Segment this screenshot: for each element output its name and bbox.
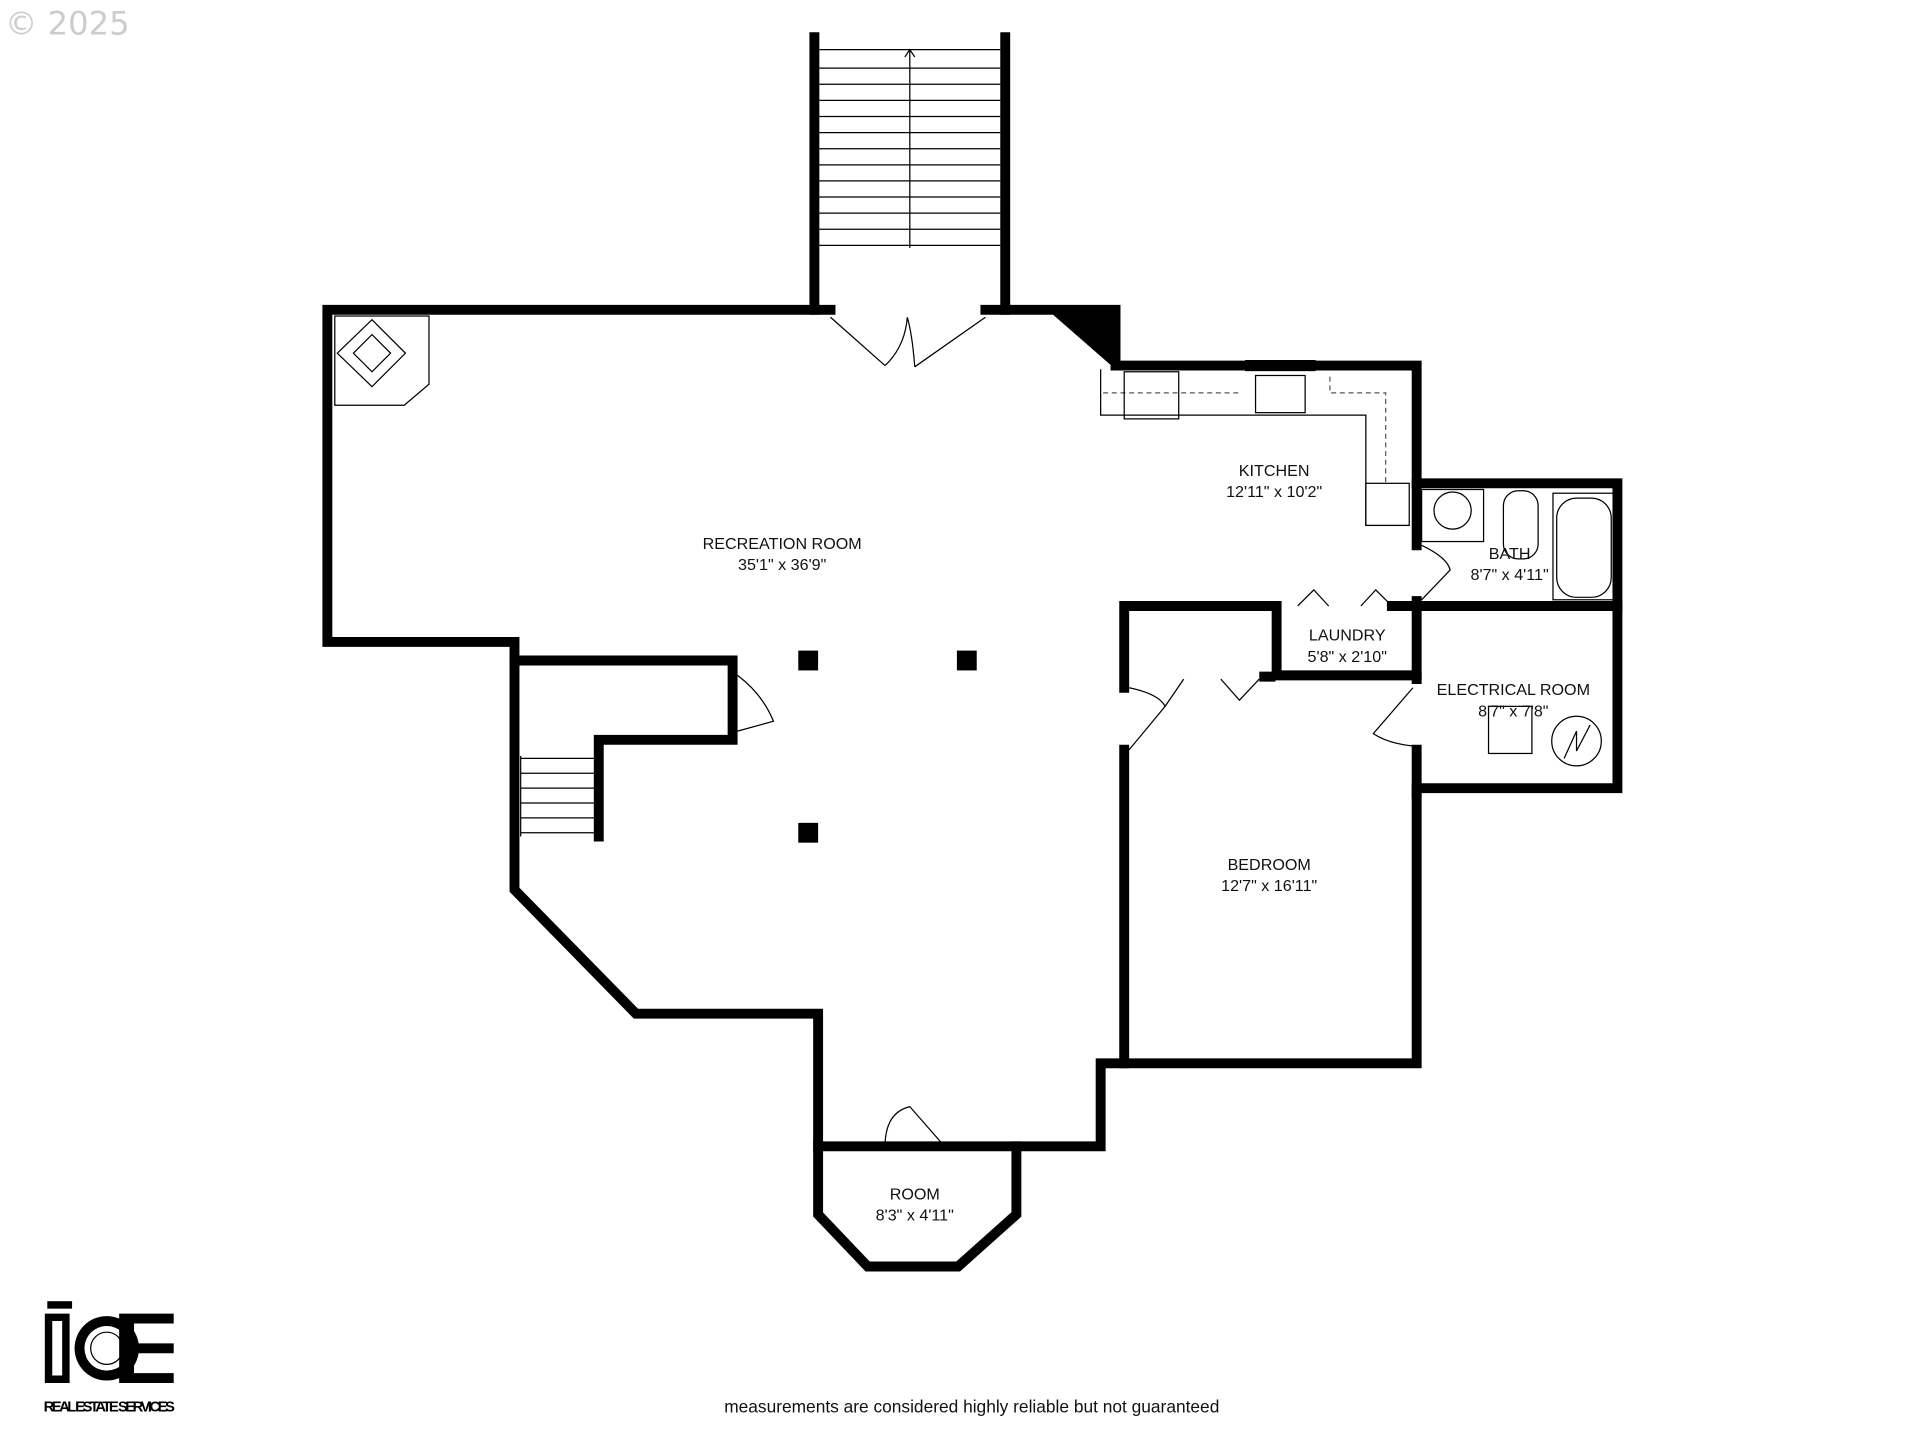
sink-icon	[1433, 491, 1472, 530]
svg-text:REAL ESTATE SERVICES: REAL ESTATE SERVICES	[44, 1399, 175, 1415]
room-label: BEDROOM 12'7" x 16'11"	[1221, 856, 1317, 895]
stove-icon	[1123, 371, 1180, 420]
toilet-icon	[1502, 490, 1539, 560]
room-label: ROOM 8'3" x 4'11"	[876, 1186, 954, 1225]
bath-electrical-wall	[1411, 478, 1623, 799]
room-size: 8'7" x 4'11"	[1471, 566, 1549, 584]
room-name: RECREATION ROOM	[703, 535, 862, 553]
disclaimer: measurements are considered highly relia…	[724, 1397, 1219, 1417]
room-name: ELECTRICAL ROOM	[1437, 681, 1590, 699]
bath-door	[1421, 544, 1451, 601]
sink-icon	[1254, 374, 1306, 414]
room-name: LAUNDRY	[1309, 627, 1386, 645]
room-label: BATH 8'7" x 4'11"	[1471, 545, 1549, 584]
exterior-wall	[322, 304, 1623, 1152]
double-door[interactable]	[830, 316, 986, 368]
bedroom-wall	[1119, 601, 1422, 1069]
room-size: 12'7" x 16'11"	[1221, 877, 1317, 895]
room-name: BATH	[1489, 545, 1531, 563]
bathtub-icon	[1556, 497, 1612, 598]
door[interactable]	[1297, 588, 1393, 607]
column	[956, 650, 977, 671]
copyright: © 2025	[5, 5, 129, 43]
fireplace	[334, 315, 430, 406]
room-size: 12'11" x 10'2"	[1226, 483, 1322, 501]
column	[798, 822, 819, 843]
window	[1412, 922, 1421, 989]
room-size: 8'3" x 4'11"	[876, 1207, 954, 1225]
door[interactable]	[1128, 678, 1260, 751]
wall-corner	[1047, 309, 1116, 370]
room-label: RECREATION ROOM 35'1" x 36'9"	[703, 535, 862, 574]
room-name: ROOM	[890, 1186, 940, 1204]
bath-fixtures	[1420, 488, 1616, 601]
door[interactable]	[1372, 687, 1414, 747]
main-stairs	[809, 32, 1011, 315]
stair-enclosure-wall	[509, 655, 738, 842]
window	[323, 457, 332, 512]
kitchen-counters	[1100, 360, 1410, 527]
room-label: KITCHEN 12'11" x 10'2"	[1226, 462, 1322, 501]
room-size: 5'8" x 2'10"	[1308, 648, 1388, 666]
room-label: LAUNDRY 5'8" x 2'10"	[1308, 627, 1388, 666]
room-size: 35'1" x 36'9"	[738, 556, 827, 574]
room-name: KITCHEN	[1239, 462, 1310, 480]
small-room-wall	[813, 1141, 1022, 1272]
lower-stairs	[520, 755, 599, 837]
room-label: ELECTRICAL ROOM 8'7" x 7'8"	[1437, 681, 1590, 720]
electrical-panel	[1487, 705, 1602, 767]
room-name: BEDROOM	[1228, 856, 1311, 874]
column	[798, 650, 819, 671]
door[interactable]	[737, 674, 775, 732]
door[interactable]	[884, 1105, 945, 1147]
room-size: 8'7" x 7'8"	[1478, 702, 1549, 720]
company-logo: REAL ESTATE SERVICES	[44, 1301, 175, 1415]
